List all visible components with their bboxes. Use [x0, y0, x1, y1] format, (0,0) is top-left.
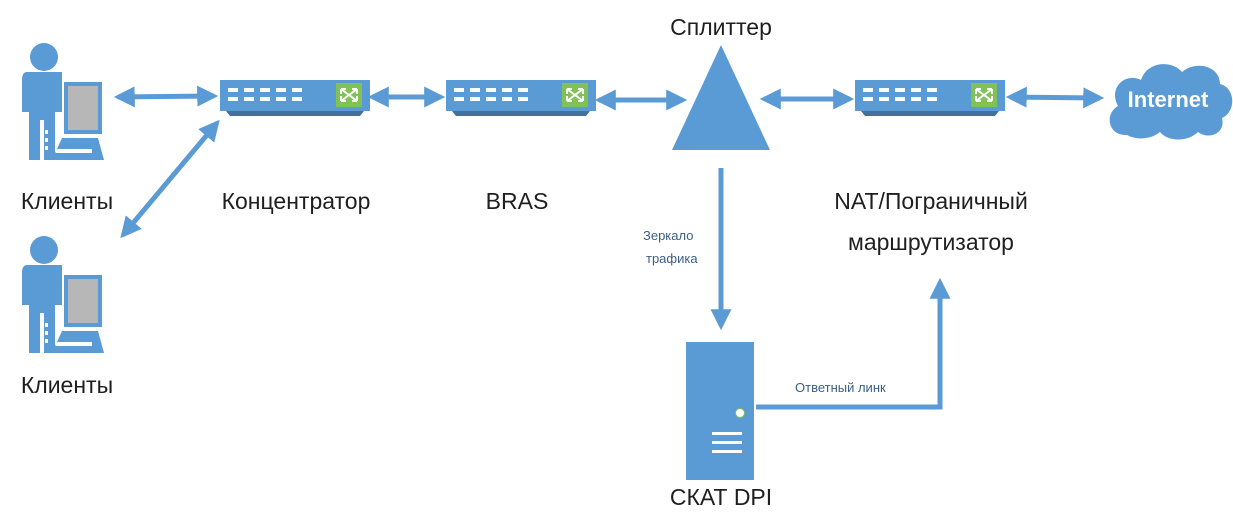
concentrator-label: Концентратор — [221, 188, 371, 214]
clients-top-label: Клиенты — [20, 188, 114, 214]
client-bottom-icon — [22, 236, 104, 353]
clients-bottom-label: Клиенты — [20, 372, 114, 398]
cloud-icon — [1109, 64, 1233, 140]
link-return — [756, 277, 951, 410]
splitter-label: Сплиттер — [670, 14, 772, 40]
bras-switch-icon — [445, 79, 597, 117]
dpi-label: СКАТ DPI — [669, 484, 773, 510]
nat-switch-icon — [854, 79, 1006, 117]
link-client-concentrator — [113, 85, 219, 108]
concentrator-switch-icon — [219, 79, 371, 117]
bras-label: BRAS — [485, 188, 549, 214]
server-icon — [686, 342, 754, 480]
nat-label-line2: маршрутизатор — [848, 229, 1014, 255]
client-top-icon — [22, 43, 104, 160]
splitter-triangle-icon — [672, 45, 770, 150]
nat-label-line1: NAT/Пограничный — [834, 188, 1028, 214]
mirror-label-line2: трафика — [646, 251, 698, 266]
internet-label: Internet — [1128, 87, 1209, 112]
link-concentrator-clients-bottom — [120, 119, 220, 239]
return-link-label: Ответный линк — [795, 380, 886, 395]
mirror-label-line1: Зеркало — [643, 228, 694, 243]
link-nat-internet — [1005, 86, 1105, 109]
